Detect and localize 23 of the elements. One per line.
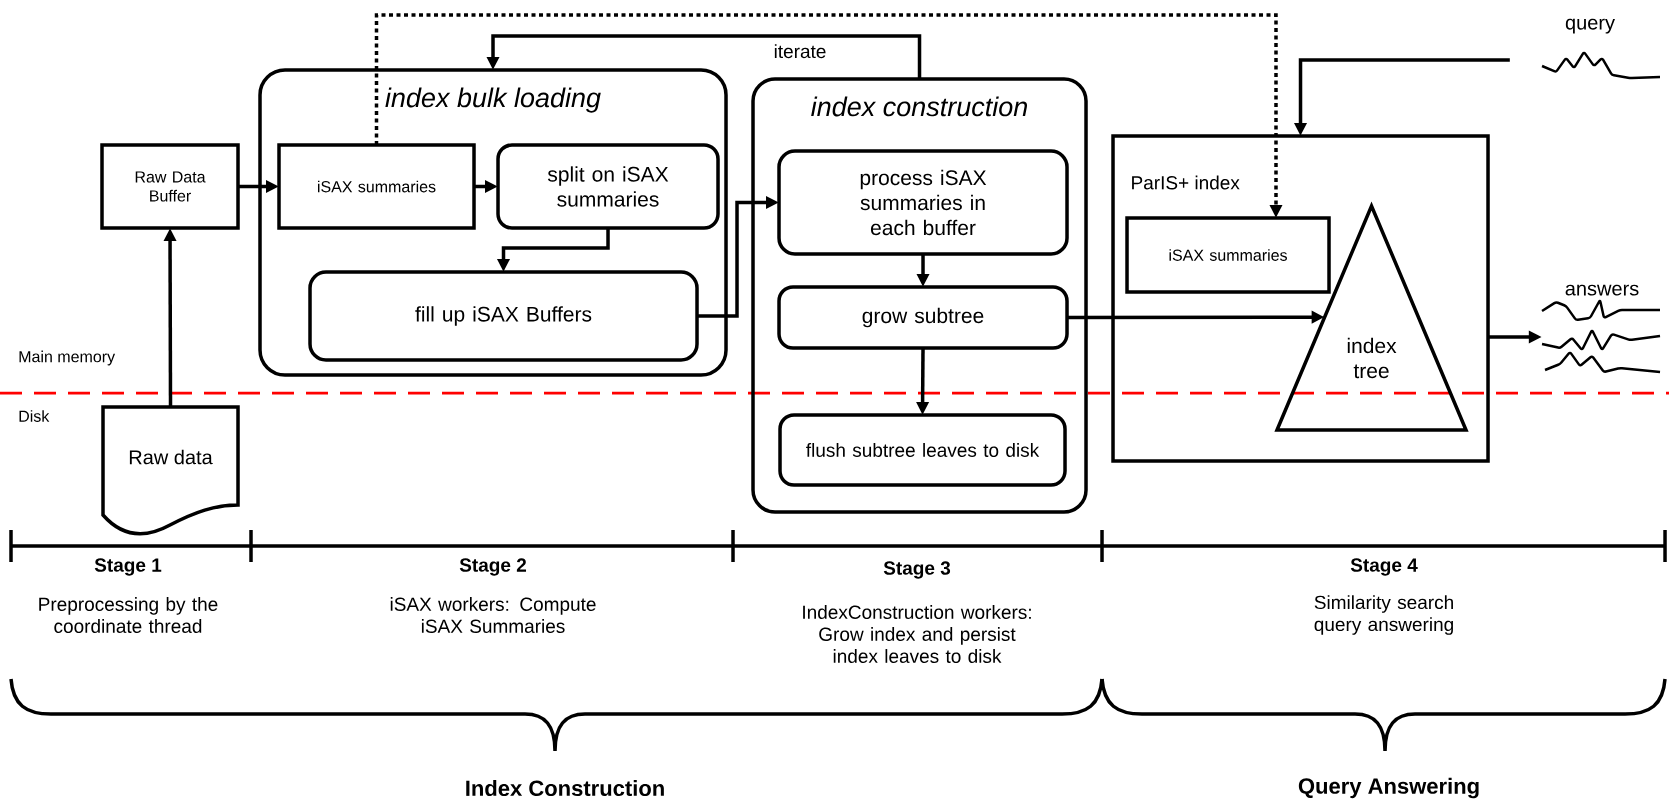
stage-title: Stage 1 [94,558,162,576]
process-box: grow subtree [777,285,1069,350]
answer-signals: answers [1541,284,1661,374]
edge-label: iterate [771,42,829,61]
stage-description: iSAX workers: Compute iSAX Summaries [390,597,596,633]
region-label: Main memory [19,350,116,366]
query-signal: query [1541,18,1661,80]
summary-box: iSAX summaries [1125,216,1331,294]
stage-title: Stage 2 [459,558,526,576]
buffer-box: Raw Data Buffer [100,143,240,230]
process-box: iSAX summaries [277,143,476,230]
process-box: flush subtree leaves to disk [778,413,1067,487]
process-box: fill up iSAX Buffers [308,270,699,362]
group-label: Query Answering [1298,777,1479,799]
stage-title: Stage 4 [1350,558,1418,576]
group-label: Index Construction [466,779,664,797]
stage-description: Similarity search query answering [1314,595,1453,635]
process-box: process iSAX summaries in each buffer [777,149,1069,256]
region-label: Disk [19,410,50,422]
stage-title: Stage 3 [883,561,951,579]
stage-description: Preprocessing by the coordinate thread [39,597,218,633]
process-box: split on iSAX summaries [496,143,720,230]
stage-description: IndexConstruction workers: Grow index and persist index leaves to disk [803,605,1031,663]
